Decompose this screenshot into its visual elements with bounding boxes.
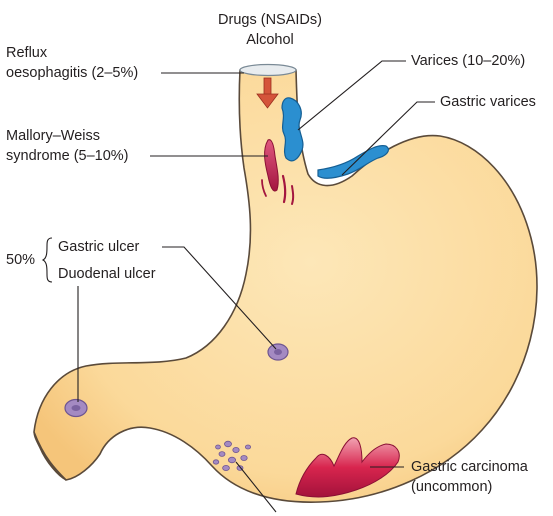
gastric-ulcer-mark — [268, 344, 288, 360]
drugs-label-line1: Drugs (NSAIDs) — [196, 10, 344, 30]
gastric-ulcer-label: Gastric ulcer — [58, 237, 139, 257]
mallory-weiss-label: Mallory–Weiss syndrome (5–10%) — [6, 126, 129, 166]
mallory-label-line1: Mallory–Weiss — [6, 126, 129, 146]
duodenal-ulcer-mark — [65, 400, 87, 417]
drugs-label-line2: Alcohol — [196, 30, 344, 50]
reflux-label-line1: Reflux — [6, 43, 138, 63]
gastric-carcinoma-label: Gastric carcinoma (uncommon) — [411, 457, 528, 497]
fifty-percent-brace — [43, 238, 52, 282]
oesophagus-opening — [240, 65, 296, 76]
reflux-label-line2: oesophagitis (2–5%) — [6, 63, 138, 83]
oesophageal-varices — [282, 98, 303, 161]
mallory-label-line2: syndrome (5–10%) — [6, 146, 129, 166]
fifty-percent-label: 50% — [6, 250, 35, 270]
varices-label: Varices (10–20%) — [411, 51, 525, 71]
varices-leader — [298, 61, 406, 130]
reflux-label: Reflux oesophagitis (2–5%) — [6, 43, 138, 83]
carcinoma-label-line1: Gastric carcinoma — [411, 457, 528, 477]
duodenal-ulcer-label: Duodenal ulcer — [58, 264, 156, 284]
drugs-label: Drugs (NSAIDs) Alcohol — [196, 10, 344, 50]
gastric-varices-label: Gastric varices — [440, 92, 536, 112]
carcinoma-label-line2: (uncommon) — [411, 477, 528, 497]
